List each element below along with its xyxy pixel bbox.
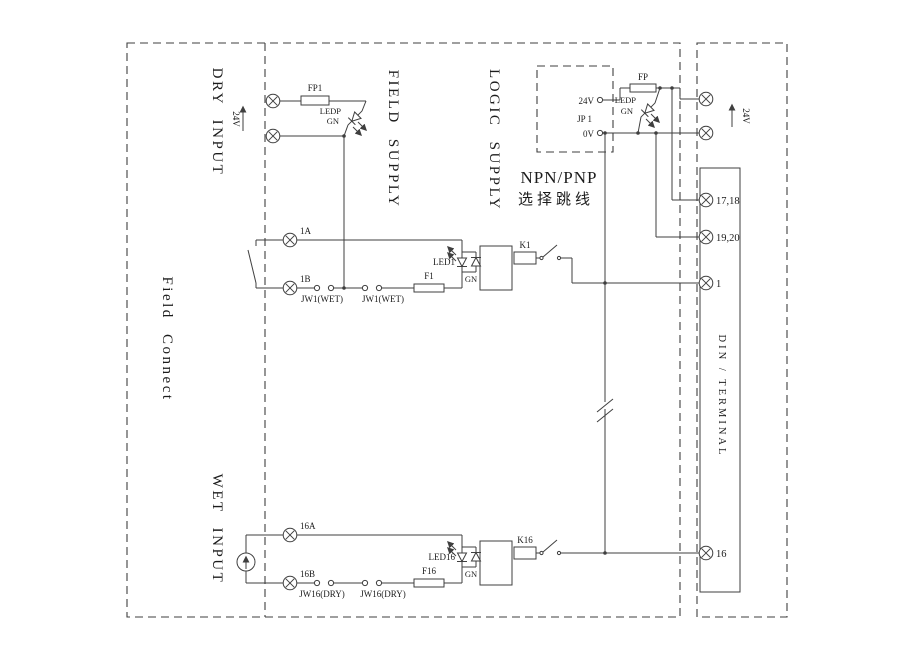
terminal-1b-icon: [282, 280, 298, 296]
terminal-16b-label: 16B: [300, 569, 315, 579]
led16-icon: [456, 546, 468, 568]
jumper-pin-icon: [361, 579, 369, 587]
jumper-pin-icon: [327, 284, 335, 292]
ledp-right-color-label: GN: [621, 106, 633, 116]
terminal-16-label: 16: [716, 549, 727, 560]
jumper-pin-icon: [361, 284, 369, 292]
terminal-1a-label: 1A: [300, 226, 312, 236]
label-logic-supply: LOGIC SUPPLY: [486, 69, 502, 211]
terminal-19-20-icon: [698, 229, 714, 245]
dry-contact-switch-icon: [247, 249, 257, 284]
jumper-jw16-right-label: JW16(DRY): [360, 589, 406, 599]
section-labels: DRY INPUT FIELD SUPPLY LOGIC SUPPLY Fiel…: [159, 68, 727, 585]
terminal-17-18-label: 17,18: [716, 196, 740, 207]
npn-pnp-select-bus: [596, 131, 614, 555]
field-terminal-minus-icon: [265, 128, 281, 144]
led-emission-arrow-icon: [447, 541, 457, 551]
right-dashed-frame: [696, 42, 788, 618]
jumper-jw16-left-label: JW16(DRY): [299, 589, 345, 599]
led-emission-arrow-icon: [447, 252, 457, 262]
fuse-f1: [413, 283, 445, 293]
label-wet-input: WET INPUT: [209, 474, 225, 585]
channel-16: 16A 16B LED16 GN F16 JW16(DRY) JW16(DRY)…: [236, 521, 699, 599]
field-power-left: 24V FP1 LEDP GN: [231, 83, 367, 290]
fuse-f1-label: F1: [424, 271, 434, 281]
label-field-connect: Field Connect: [159, 276, 175, 401]
terminal-1b-label: 1B: [300, 274, 311, 284]
relay-contact-switch-icon: [542, 539, 558, 553]
led1-label: LED1: [433, 257, 455, 267]
relay-k16-label: K16: [517, 535, 533, 545]
jumper-pin-icon: [375, 284, 383, 292]
logic-terminal-plus-icon: [698, 91, 714, 107]
terminal-19-20-label: 19,20: [716, 233, 740, 244]
jp1-24v-label: 24V: [579, 96, 595, 106]
led-emission-arrow-icon: [650, 113, 660, 123]
led16-label: LED16: [429, 552, 456, 562]
label-din-terminal: DIN / TERMINAL: [716, 335, 727, 458]
break-symbol-icon: [596, 398, 614, 413]
led-emission-arrow-icon: [645, 118, 655, 128]
fuse-fp1: [300, 95, 330, 106]
jumper-pin-icon: [375, 579, 383, 587]
label-jumper-select-cn: 选择跳线: [518, 191, 594, 208]
fuse-f16-label: F16: [422, 566, 437, 576]
jp1-pin-0v-icon: [596, 129, 604, 137]
field-terminal-plus-icon: [265, 93, 281, 109]
jumper-pin-icon: [327, 579, 335, 587]
ledp-left-color-label: GN: [327, 116, 339, 126]
terminal-16b-icon: [282, 575, 298, 591]
led-emission-arrow-icon: [357, 121, 367, 131]
npn-pnp-jumper-frame: [536, 65, 614, 153]
terminal-1-icon: [698, 275, 714, 291]
optocoupler-box-ch16: [479, 540, 513, 586]
relay-k1-label: K1: [520, 240, 531, 250]
terminal-16a-icon: [282, 527, 298, 543]
led16-color-label: GN: [465, 569, 477, 579]
jumper-pin-icon: [313, 284, 321, 292]
led-emission-arrow-icon: [447, 246, 457, 256]
label-dry-input: DRY INPUT: [209, 68, 225, 177]
led-emission-arrow-icon: [352, 126, 362, 136]
jp1-pin-24v-icon: [596, 96, 604, 104]
led1-icon: [456, 251, 468, 273]
ledp-left-label: LEDP: [320, 106, 342, 116]
terminal-16-icon: [698, 545, 714, 561]
relay-coil-k1: [513, 251, 537, 265]
jumper-pin-icon: [313, 579, 321, 587]
jumper-jw1-left-label: JW1(WET): [301, 294, 343, 304]
din-terminal-box: [699, 167, 741, 593]
logic-terminal-minus-icon: [698, 125, 714, 141]
relay-contact-switch-icon: [542, 244, 558, 258]
logic-voltage-label: 24V: [741, 108, 751, 124]
jumper-jw1-right-label: JW1(WET): [362, 294, 404, 304]
break-symbol-icon: [596, 408, 614, 423]
terminal-1a-icon: [282, 232, 298, 248]
din-terminal-column: 17,18 19,20 1 16: [698, 192, 740, 561]
label-npn-pnp: NPN/PNP: [521, 168, 598, 187]
channel-1: 1A 1B LED1 GN F1 JW1(WET) JW1(WET) K1: [247, 226, 699, 304]
ledp-right-label: LEDP: [615, 95, 637, 105]
field-voltage-label: 24V: [231, 111, 241, 127]
jp1-name-label: JP 1: [577, 114, 592, 124]
fuse-fp-label: FP: [638, 72, 648, 82]
jp1-0v-label: 0V: [583, 129, 595, 139]
terminal-16a-label: 16A: [300, 521, 316, 531]
fuse-f16: [413, 578, 445, 588]
fuse-fp: [629, 83, 657, 93]
relay-coil-k16: [513, 546, 537, 560]
logic-power: 24V JP 1 0V FP LEDP GN 24V: [577, 72, 751, 238]
label-field-supply: FIELD SUPPLY: [385, 70, 401, 209]
terminal-17-18-icon: [698, 192, 714, 208]
led1-color-label: GN: [465, 274, 477, 284]
optocoupler-box-ch1: [479, 245, 513, 291]
led-emission-arrow-icon: [447, 547, 457, 557]
outer-dashed-frame: [126, 42, 681, 618]
frame-borders: [126, 42, 788, 618]
terminal-1-label: 1: [716, 279, 721, 290]
fuse-fp1-label: FP1: [308, 83, 323, 93]
